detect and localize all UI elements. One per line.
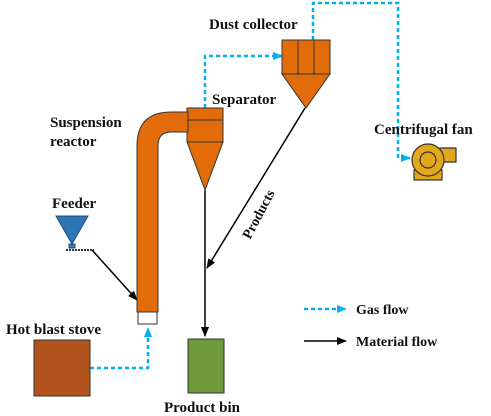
label-separator: Separator (212, 92, 276, 108)
label-suspension-reactor-line1: Suspension (50, 115, 122, 131)
legend-material-flow-label: Material flow (356, 335, 438, 350)
suspension-reactor-column (136, 111, 189, 313)
separator-cone (186, 141, 224, 192)
gas-flow-separator-to-collector (203, 52, 283, 108)
separator (186, 107, 224, 192)
label-products: Products (240, 187, 279, 242)
label-product-bin: Product bin (164, 400, 241, 416)
label-centrifugal-fan: Centrifugal fan (374, 122, 473, 138)
suspension-reactor (136, 111, 189, 325)
suspension-reactor-outlet (137, 311, 158, 325)
material-flow-feeder-to-reactor (91, 249, 138, 301)
dust-collector (281, 39, 331, 109)
label-suspension-reactor-line2: reactor (50, 134, 97, 150)
feeder-hopper (55, 215, 89, 246)
label-dust-collector: Dust collector (209, 17, 298, 33)
gas-flow-stove-to-reactor (90, 327, 152, 370)
legend-gas-flow-label: Gas flow (356, 303, 409, 318)
material-flow-lines (91, 107, 306, 337)
material-flow-collector-to-bin (206, 107, 306, 269)
feeder (55, 215, 94, 251)
dust-collector-cone (281, 73, 331, 109)
hot-blast-stove (33, 339, 91, 397)
product-bin (187, 338, 225, 394)
feeder-outlet (68, 243, 76, 249)
gas-flow-collector-to-fan (311, 1, 411, 162)
label-feeder: Feeder (52, 196, 96, 212)
centrifugal-fan-icon (411, 143, 457, 181)
legend: Gas flow Material flow (304, 303, 438, 350)
separator-body (186, 107, 224, 143)
gas-flow-lines (90, 1, 411, 370)
label-hot-blast-stove: Hot blast stove (6, 322, 101, 338)
dust-collector-body (281, 39, 331, 75)
